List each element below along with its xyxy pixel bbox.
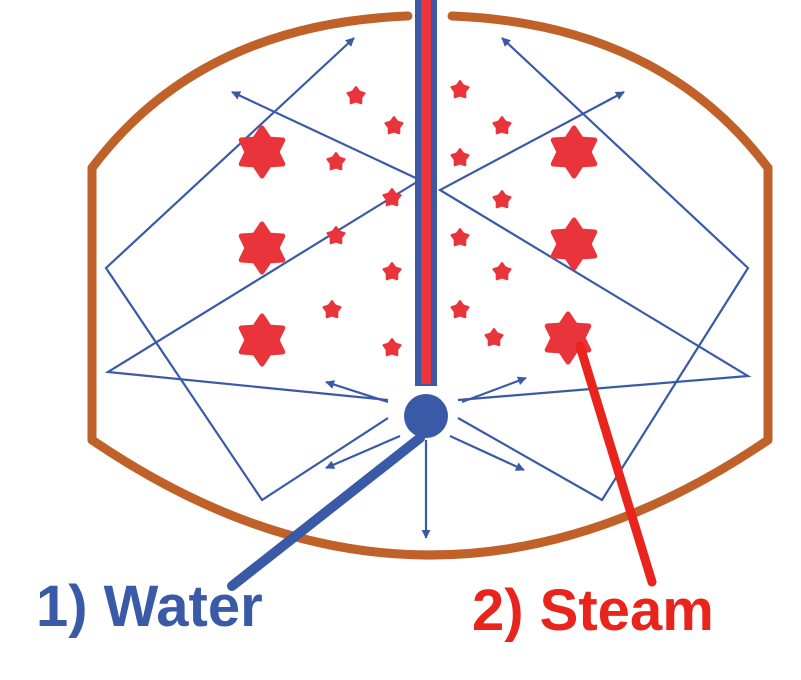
steam-particles xyxy=(238,80,598,367)
steam-particle-icon xyxy=(326,226,346,245)
spray-path-left-lower xyxy=(104,37,389,502)
water-label: 1) Water xyxy=(36,574,263,639)
feed-pipe xyxy=(415,0,437,386)
steam-particle-icon xyxy=(238,221,286,275)
steam-particle-icon xyxy=(550,217,598,271)
steam-particle-icon xyxy=(238,125,286,179)
steam-particle-icon xyxy=(382,338,402,357)
steam-particle-icon xyxy=(384,116,404,135)
steam-particle-icon xyxy=(382,188,402,207)
vessel-outline xyxy=(87,11,773,560)
steam-particle-icon xyxy=(238,313,286,367)
spray-paths xyxy=(104,37,752,539)
steam-particle-icon xyxy=(492,190,512,209)
spray-path-right-short xyxy=(461,376,527,404)
steam-particle-icon xyxy=(326,152,346,171)
steam-leader-line xyxy=(575,341,657,587)
vessel-top-left-arc xyxy=(87,11,413,173)
water-nozzle-icon xyxy=(404,394,448,438)
water-leader-line xyxy=(227,433,425,591)
steam-particle-icon xyxy=(450,80,470,99)
vessel-top-right-arc xyxy=(447,11,773,173)
spray-path-left-bottom xyxy=(325,434,401,470)
steam-particle-icon xyxy=(450,300,470,319)
steam-particle-icon xyxy=(492,262,512,281)
steam-particle-icon xyxy=(492,116,512,135)
spray-path-left-upper xyxy=(104,91,423,402)
steam-particle-icon xyxy=(484,328,504,347)
spray-path-left-short xyxy=(325,380,389,404)
steam-particle-icon xyxy=(550,125,598,179)
spray-path-right-lower xyxy=(457,37,750,502)
steam-label: 2) Steam xyxy=(472,578,714,643)
spray-path-right-bottom xyxy=(449,435,525,471)
steam-particle-icon xyxy=(450,148,470,167)
steam-particle-icon xyxy=(346,86,366,105)
steam-particle-icon xyxy=(382,262,402,281)
steam-particle-icon xyxy=(450,228,470,247)
vessel-bottom-arc xyxy=(87,435,773,560)
spray-path-right-upper xyxy=(437,91,752,402)
steam-particle-icon xyxy=(322,300,342,319)
